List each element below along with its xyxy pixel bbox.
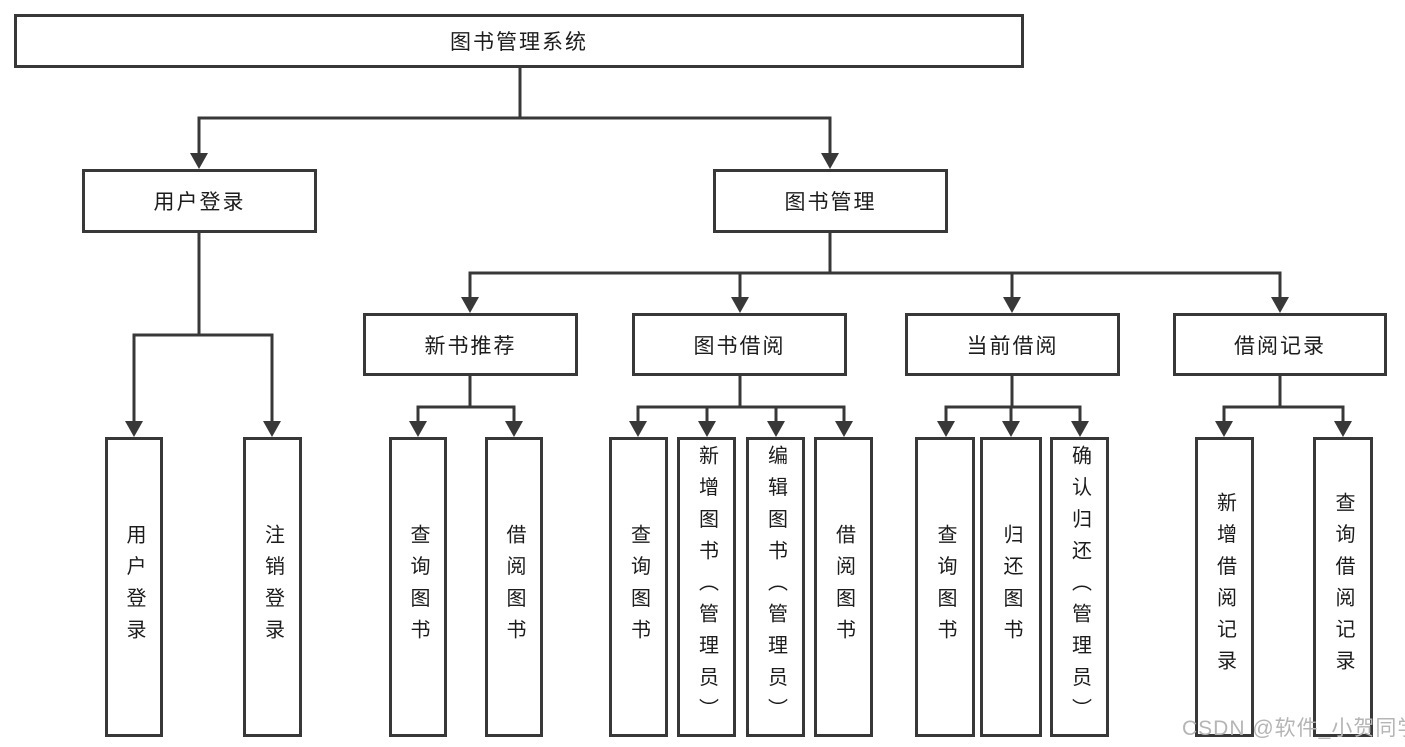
leaf-edit-book-admin: 编辑图书（管理员） xyxy=(746,437,805,737)
leaf-add-book-admin: 新增图书（管理员） xyxy=(677,437,736,737)
node-borrowing-records: 借阅记录 xyxy=(1173,313,1387,376)
node-label: 确认归还（管理员） xyxy=(1068,444,1091,730)
node-label: 新书推荐 xyxy=(424,334,517,358)
node-label: 查询图书 xyxy=(934,523,956,651)
node-label: 图书管理系统 xyxy=(450,31,588,54)
leaf-user-login: 用户登录 xyxy=(105,437,163,737)
node-label: 注销登录 xyxy=(261,523,284,651)
node-label: 用户登录 xyxy=(153,191,246,214)
node-book-management: 图书管理 xyxy=(713,169,948,233)
node-current-borrowing: 当前借阅 xyxy=(905,313,1120,376)
node-label: 当前借阅 xyxy=(966,334,1059,358)
node-library-management-system: 图书管理系统 xyxy=(14,14,1024,68)
node-user-login: 用户登录 xyxy=(82,169,317,233)
leaf-borrow-books: 借阅图书 xyxy=(814,437,873,737)
node-label: 归还图书 xyxy=(1000,523,1022,651)
node-book-borrowing: 图书借阅 xyxy=(632,313,847,376)
node-label: 借阅图书 xyxy=(503,523,525,651)
leaf-logout: 注销登录 xyxy=(243,437,302,737)
node-new-book-recommendation: 新书推荐 xyxy=(363,313,578,376)
node-label: 新增图书（管理员） xyxy=(695,444,718,730)
node-label: 新增借阅记录 xyxy=(1213,492,1236,682)
leaf-confirm-return-admin: 确认归还（管理员） xyxy=(1050,437,1109,737)
node-label: 编辑图书（管理员） xyxy=(764,444,787,730)
node-label: 查询借阅记录 xyxy=(1332,492,1354,682)
leaf-search-books-borrowing: 查询图书 xyxy=(609,437,668,737)
node-label: 图书借阅 xyxy=(693,334,786,358)
csdn-watermark: CSDN @软件_小贺同学 xyxy=(1182,717,1405,740)
leaf-borrow-books-recommend: 借阅图书 xyxy=(485,437,543,737)
node-label: 借阅记录 xyxy=(1234,334,1326,358)
node-label: 图书管理 xyxy=(784,191,877,214)
arrowheads xyxy=(125,153,1352,437)
node-label: 查询图书 xyxy=(407,523,429,651)
node-label: 查询图书 xyxy=(627,523,650,651)
leaf-search-books-recommend: 查询图书 xyxy=(389,437,447,737)
node-label: 用户登录 xyxy=(123,523,145,651)
node-label: 借阅图书 xyxy=(832,523,855,651)
leaf-search-borrow-record: 查询借阅记录 xyxy=(1313,437,1373,737)
leaf-search-books-current: 查询图书 xyxy=(915,437,975,737)
leaf-add-borrow-record: 新增借阅记录 xyxy=(1195,437,1254,737)
leaf-return-books: 归还图书 xyxy=(980,437,1042,737)
